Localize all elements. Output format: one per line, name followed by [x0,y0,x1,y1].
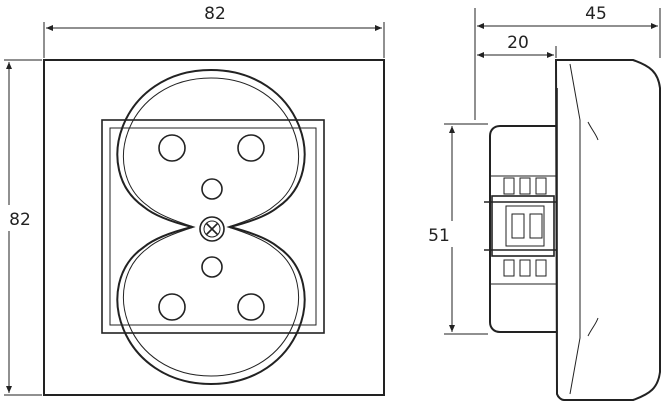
front-view: 82 82 [0,4,385,396]
side-height-dimension: 51 [424,123,488,335]
side-body-depth-dimension: 20 [477,33,557,58]
outer-frame [43,59,385,396]
lower-earth-pin [201,256,223,278]
upper-left-pin-hole [158,134,186,162]
lower-right-pin-hole [237,293,265,321]
side-view: 45 20 51 [424,4,661,401]
front-height-dimension: 82 [0,59,42,396]
center-screw [199,216,225,242]
front-height-label: 82 [9,210,31,230]
front-width-dimension: 82 [43,4,385,58]
side-total-depth-dimension: 45 [474,4,661,120]
socket-body [484,125,556,333]
side-body-depth-label: 20 [507,33,529,53]
socket-outline [116,68,306,386]
lower-left-pin-hole [158,293,186,321]
lower-socket [158,256,265,321]
side-total-depth-label: 45 [585,4,607,24]
cover-plate-profile [554,59,661,401]
upper-right-pin-hole [237,134,265,162]
upper-earth-pin [201,178,223,200]
side-height-label: 51 [428,226,450,246]
upper-socket [158,134,265,200]
frame-slots [101,119,325,334]
front-width-label: 82 [204,4,226,24]
